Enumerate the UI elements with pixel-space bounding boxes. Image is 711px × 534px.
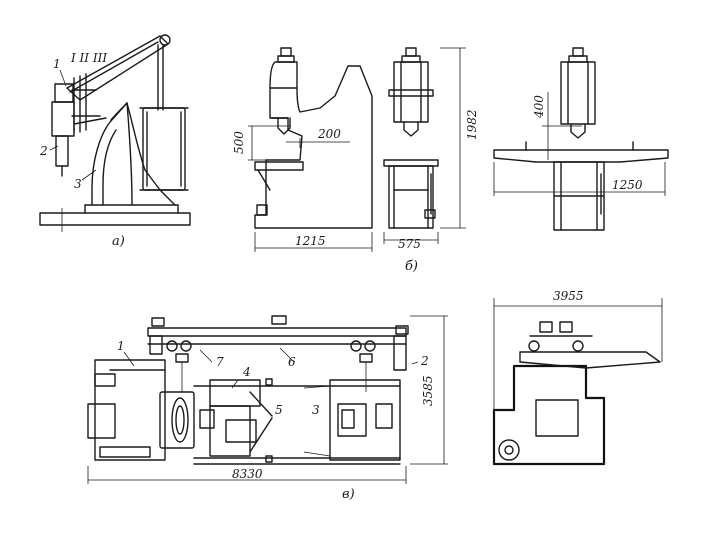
press-cylinder: [142, 107, 186, 191]
top-rail: [147, 327, 407, 337]
callout-a-3: 3: [74, 177, 82, 191]
callout-a-2: 2: [39, 144, 48, 158]
callout-v-1: 1: [117, 339, 125, 353]
dim-575: 575: [398, 237, 421, 251]
callout-v-5: 5: [275, 403, 283, 417]
dim-400: 400: [532, 95, 546, 119]
callout-v-3: 3: [312, 403, 320, 417]
view-b-front: 500 200 1215 575 1982: [232, 47, 669, 274]
callout-v-6: 6: [288, 355, 296, 369]
caption-a: а): [112, 234, 125, 249]
callout-v-4: 4: [242, 365, 251, 379]
callout-v-7: 7: [216, 355, 224, 369]
dim-1215: 1215: [295, 234, 326, 248]
fixed-head: [329, 379, 401, 461]
speed-marks: I II III: [70, 51, 107, 65]
front-body: [254, 61, 373, 229]
caption-b: б): [405, 259, 418, 274]
callout-v-2: 2: [420, 354, 429, 368]
side-table: [383, 159, 439, 167]
press-base: [39, 212, 191, 226]
view-v-line: 1 2 3 4 5 6 7 8330 3585 в) 3955: [87, 289, 663, 502]
callout-a-1: 1: [53, 57, 61, 71]
view-a-press: 1 2 3 I II III а): [39, 34, 191, 249]
dim-1250: 1250: [612, 178, 643, 192]
machine-left: [94, 359, 166, 461]
dim-3955: 3955: [553, 289, 584, 303]
dim-500: 500: [232, 131, 246, 154]
caption-v: в): [342, 487, 355, 502]
end-view-rail: [519, 351, 661, 369]
dim-200: 200: [317, 127, 341, 141]
press-head: [51, 101, 75, 137]
dim-1982: 1982: [465, 109, 479, 140]
right-head: [560, 61, 596, 125]
side-head: [393, 61, 429, 123]
end-view-body: [492, 364, 606, 466]
dim-8330: 8330: [232, 467, 263, 481]
dim-3585: 3585: [421, 375, 435, 406]
right-table: [493, 149, 669, 163]
